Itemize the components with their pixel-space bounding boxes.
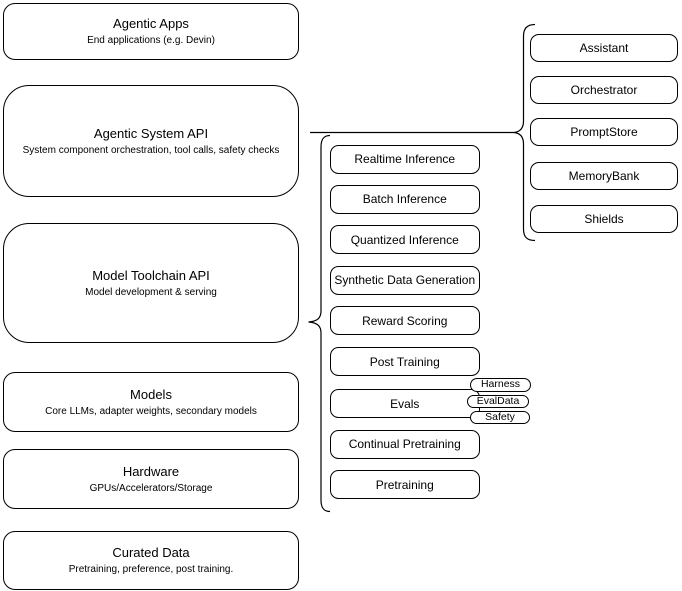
node-evals: Evals [329, 389, 480, 418]
node-curated-data: Curated Data Pretraining, preference, po… [3, 531, 299, 590]
node-quantized-inference: Quantized Inference [329, 225, 480, 254]
node-realtime-inference: Realtime Inference [329, 144, 480, 174]
node-subtitle: GPUs/Accelerators/Storage [89, 482, 213, 494]
badge-evaldata: EvalData [467, 394, 529, 408]
node-continual-pretraining: Continual Pretraining [329, 429, 480, 459]
curly-brace-left-icon [308, 134, 331, 513]
node-models: Models Core LLMs, adapter weights, secon… [3, 372, 299, 432]
node-model-toolchain-api: Model Toolchain API Model development & … [3, 223, 299, 343]
node-agentic-apps: Agentic Apps End applications (e.g. Devi… [3, 3, 299, 60]
node-subtitle: Core LLMs, adapter weights, secondary mo… [45, 405, 257, 417]
badge-safety: Safety [470, 410, 530, 424]
node-subtitle: System component orchestration, tool cal… [22, 144, 280, 156]
node-title: Curated Data [112, 545, 190, 560]
badge-harness: Harness [470, 378, 531, 392]
node-subtitle: Pretraining, preference, post training. [68, 564, 234, 575]
node-title: Models [130, 386, 172, 402]
node-subtitle: Model development & serving [85, 286, 217, 298]
curly-brace-right-icon [513, 23, 536, 242]
node-reward-scoring: Reward Scoring [329, 306, 480, 335]
node-subtitle: End applications (e.g. Devin) [87, 35, 215, 46]
node-synthetic-data-generation: Synthetic Data Generation [329, 265, 480, 295]
node-batch-inference: Batch Inference [329, 184, 480, 214]
node-title: Hardware [122, 463, 180, 479]
node-pretraining: Pretraining [329, 470, 480, 499]
node-agentic-system-api: Agentic System API System component orch… [3, 85, 299, 197]
node-post-training: Post Training [329, 347, 480, 376]
node-orchestrator: Orchestrator [530, 75, 678, 104]
node-memorybank: MemoryBank [530, 161, 678, 190]
node-promptstore: PromptStore [530, 117, 678, 146]
node-title: Agentic System API [93, 125, 209, 141]
node-shields: Shields [530, 204, 678, 233]
node-assistant: Assistant [530, 33, 678, 62]
node-title: Agentic Apps [113, 16, 189, 31]
node-title: Model Toolchain API [92, 267, 210, 283]
node-hardware: Hardware GPUs/Accelerators/Storage [3, 449, 299, 509]
